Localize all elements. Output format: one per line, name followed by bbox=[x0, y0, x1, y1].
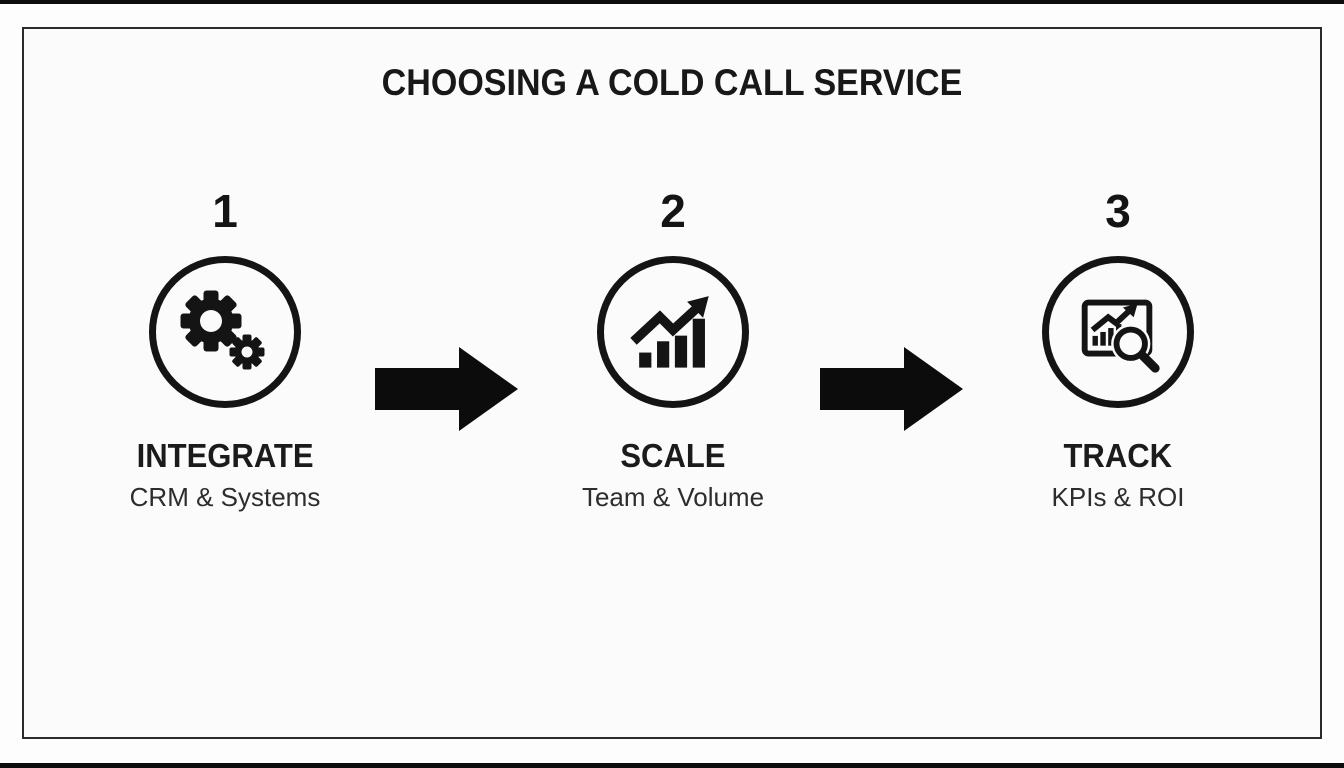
flow-arrow-icon bbox=[375, 345, 520, 433]
step-circle bbox=[597, 256, 749, 408]
step-column-track: 3 TRACK KPIs & ROI bbox=[953, 186, 1283, 512]
step-sublabel: CRM & Systems bbox=[129, 482, 321, 512]
flow-arrow-icon bbox=[820, 345, 965, 433]
diagram-title: CHOOSING A COLD CALL SERVICE bbox=[381, 62, 963, 103]
step-column-scale: 2 SCALE Team & Volume bbox=[508, 186, 838, 512]
step-circle bbox=[149, 256, 301, 408]
top-border-bar bbox=[0, 0, 1344, 4]
step-sublabel: KPIs & ROI bbox=[1051, 482, 1185, 512]
bottom-border-bar bbox=[0, 763, 1344, 768]
step-circle bbox=[1042, 256, 1194, 408]
chart-magnifier-icon bbox=[1069, 281, 1167, 384]
step-label: INTEGRATE bbox=[136, 437, 314, 474]
step-label: SCALE bbox=[620, 437, 726, 474]
step-sublabel: Team & Volume bbox=[581, 482, 765, 512]
step-number: 1 bbox=[212, 185, 238, 237]
step-column-integrate: 1 bbox=[60, 186, 390, 512]
step-label: TRACK bbox=[1063, 437, 1173, 474]
gears-icon bbox=[175, 280, 275, 385]
growth-chart-icon bbox=[626, 283, 720, 382]
step-number: 3 bbox=[1105, 185, 1131, 237]
step-number: 2 bbox=[660, 185, 686, 237]
